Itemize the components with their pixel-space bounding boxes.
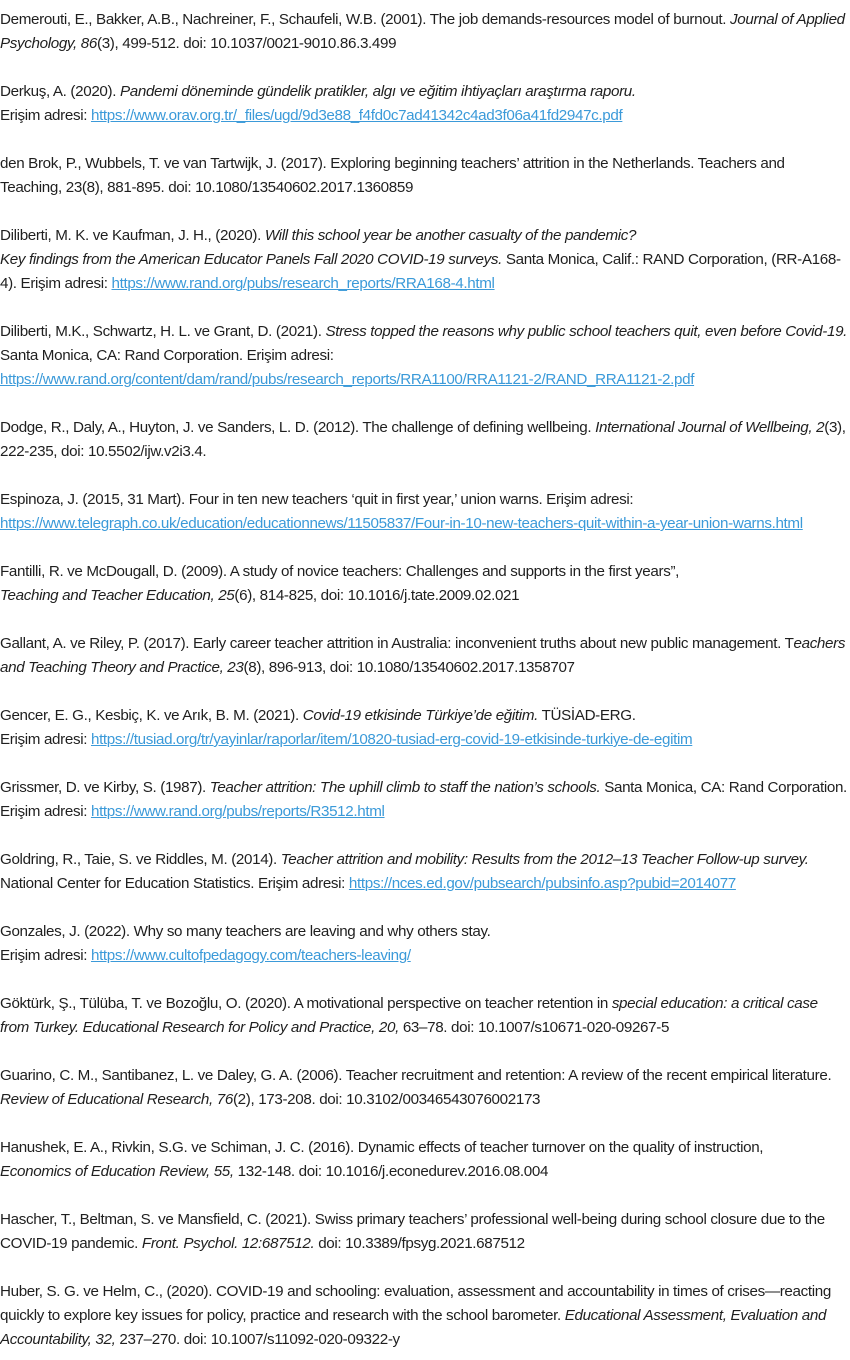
reference-text: Diliberti, M.K., Schwartz, H. L. ve Gran…	[0, 323, 326, 340]
reference-title-italic: Educational Assessment, Evaluation and A…	[0, 1307, 827, 1348]
reference-text: Santa Monica, CA: Rand Corporation. Eriş…	[0, 779, 847, 820]
reference-title-italic: Pandemi döneminde gündelik pratikler, al…	[119, 83, 636, 100]
reference-text: (2), 173-208. doi: 10.3102/0034654307600…	[232, 1091, 541, 1108]
reference-text: Santa Monica, Calif.: RAND Corporation, …	[0, 251, 841, 292]
reference-text: National Center for Education Statistics…	[0, 875, 349, 892]
reference-title-italic: Key findings from the American Educator …	[0, 251, 502, 268]
reference-entry: Huber, S. G. ve Helm, C., (2020). COVID-…	[0, 1280, 850, 1352]
reference-entry: Gonzales, J. (2022). Why so many teacher…	[0, 920, 850, 968]
reference-link[interactable]: https://www.telegraph.co.uk/education/ed…	[0, 515, 803, 532]
reference-text: (6), 814-825, doi: 10.1016/j.tate.2009.0…	[234, 587, 520, 604]
reference-text: Hascher, T., Beltman, S. ve Mansfield, C…	[0, 1211, 825, 1252]
reference-entry: Göktürk, Ş., Tülüba, T. ve Bozoğlu, O. (…	[0, 992, 850, 1040]
reference-text: Huber, S. G. ve Helm, C., (2020). COVID-…	[0, 1283, 831, 1324]
reference-entry: Grissmer, D. ve Kirby, S. (1987). Teache…	[0, 776, 850, 824]
reference-entry: Gallant, A. ve Riley, P. (2017). Early c…	[0, 632, 850, 680]
reference-title-italic: Stress topped the reasons why public sch…	[325, 323, 848, 340]
reference-entry: Hanushek, E. A., Rivkin, S.G. ve Schiman…	[0, 1136, 850, 1184]
reference-title-italic: International Journal of Wellbeing, 2	[595, 419, 825, 436]
reference-link[interactable]: https://www.rand.org/pubs/research_repor…	[111, 275, 495, 292]
reference-entry: Goldring, R., Taie, S. ve Riddles, M. (2…	[0, 848, 850, 896]
reference-title-italic: eachers and Teaching Theory and Practice…	[0, 635, 846, 676]
reference-text: doi: 10.3389/fpsyg.2021.687512	[314, 1235, 525, 1252]
reference-entry: den Brok, P., Wubbels, T. ve van Tartwij…	[0, 152, 850, 200]
reference-text: Diliberti, M. K. ve Kaufman, J. H., (202…	[0, 227, 265, 244]
reference-title-italic: Teacher attrition and mobility: Results …	[280, 851, 809, 868]
reference-entry: Derkuş, A. (2020). Pandemi döneminde gün…	[0, 80, 850, 128]
reference-link[interactable]: https://www.orav.org.tr/_files/ugd/9d3e8…	[90, 107, 623, 124]
reference-entry: Fantilli, R. ve McDougall, D. (2009). A …	[0, 560, 850, 608]
reference-link[interactable]: https://www.rand.org/pubs/reports/R3512.…	[90, 803, 385, 820]
reference-title-italic: special education: a critical case from …	[0, 995, 818, 1036]
reference-text: Göktürk, Ş., Tülüba, T. ve Bozoğlu, O. (…	[0, 995, 612, 1012]
reference-text: Dodge, R., Daly, A., Huyton, J. ve Sande…	[0, 419, 596, 436]
reference-text: Santa Monica, CA: Rand Corporation. Eriş…	[0, 347, 334, 364]
reference-text: Hanushek, E. A., Rivkin, S.G. ve Schiman…	[0, 1139, 764, 1156]
reference-text: Gonzales, J. (2022). Why so many teacher…	[0, 923, 491, 940]
reference-text: Derkuş, A. (2020).	[0, 83, 120, 100]
reference-title-italic: Covid-19 etkisinde Türkiye’de eğitim.	[302, 707, 539, 724]
reference-link[interactable]: https://www.rand.org/content/dam/rand/pu…	[0, 371, 695, 388]
reference-link[interactable]: https://tusiad.org/tr/yayinlar/raporlar/…	[90, 731, 693, 748]
reference-entry: Diliberti, M.K., Schwartz, H. L. ve Gran…	[0, 320, 850, 392]
reference-text: Guarino, C. M., Santibanez, L. ve Daley,…	[0, 1067, 832, 1084]
reference-text: Grissmer, D. ve Kirby, S. (1987).	[0, 779, 210, 796]
reference-text: Fantilli, R. ve McDougall, D. (2009). A …	[0, 563, 680, 580]
reference-title-italic: Review of Educational Research, 76	[0, 1091, 233, 1108]
reference-text: Gencer, E. G., Kesbiç, K. ve Arık, B. M.…	[0, 707, 303, 724]
reference-text: den Brok, P., Wubbels, T. ve van Tartwij…	[0, 155, 785, 196]
reference-text: 63–78. doi: 10.1007/s10671-020-09267-5	[398, 1019, 670, 1036]
reference-title-italic: Teacher attrition: The uphill climb to s…	[209, 779, 601, 796]
reference-entry: Diliberti, M. K. ve Kaufman, J. H., (202…	[0, 224, 850, 296]
reference-entry: Demerouti, E., Bakker, A.B., Nachreiner,…	[0, 8, 850, 56]
reference-text: (8), 896-913, doi: 10.1080/13540602.2017…	[243, 659, 575, 676]
reference-title-italic: Journal of Applied Psychology, 86	[0, 11, 845, 52]
reference-text: 132-148. doi: 10.1016/j.econedurev.2016.…	[233, 1163, 549, 1180]
reference-text: Erişim adresi:	[0, 947, 91, 964]
reference-link[interactable]: https://nces.ed.gov/pubsearch/pubsinfo.a…	[348, 875, 736, 892]
reference-text: Demerouti, E., Bakker, A.B., Nachreiner,…	[0, 11, 731, 28]
reference-title-italic: Economics of Education Review, 55,	[0, 1163, 234, 1180]
reference-text: Erişim adresi:	[0, 107, 91, 124]
reference-text: Erişim adresi:	[0, 731, 91, 748]
reference-text: Gallant, A. ve Riley, P. (2017). Early c…	[0, 635, 794, 652]
reference-entry: Hascher, T., Beltman, S. ve Mansfield, C…	[0, 1208, 850, 1256]
reference-text: (3), 499-512. doi: 10.1037/0021-9010.86.…	[96, 35, 397, 52]
reference-entry: Guarino, C. M., Santibanez, L. ve Daley,…	[0, 1064, 850, 1112]
reference-text: TÜSİAD-ERG.	[538, 707, 636, 724]
reference-entry: Gencer, E. G., Kesbiç, K. ve Arık, B. M.…	[0, 704, 850, 752]
reference-text: Espinoza, J. (2015, 31 Mart). Four in te…	[0, 491, 634, 508]
reference-link[interactable]: https://www.cultofpedagogy.com/teachers-…	[90, 947, 411, 964]
reference-entry: Dodge, R., Daly, A., Huyton, J. ve Sande…	[0, 416, 850, 464]
reference-title-italic: Teaching and Teacher Education, 25	[0, 587, 235, 604]
reference-title-italic: Will this school year be another casualt…	[264, 227, 637, 244]
reference-text: Goldring, R., Taie, S. ve Riddles, M. (2…	[0, 851, 281, 868]
reference-title-italic: Front. Psychol. 12:687512.	[141, 1235, 315, 1252]
reference-text: (3), 222-235, doi: 10.5502/ijw.v2i3.4.	[0, 419, 846, 460]
reference-text: 237–270. doi: 10.1007/s11092-020-09322-y	[115, 1331, 400, 1348]
reference-entry: Espinoza, J. (2015, 31 Mart). Four in te…	[0, 488, 850, 536]
